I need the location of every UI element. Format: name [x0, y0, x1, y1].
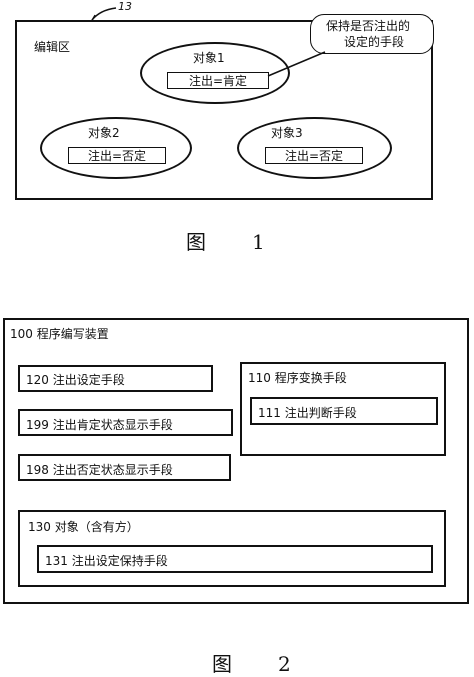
- callout-line-2: 设定的手段: [344, 35, 405, 49]
- block-111: [250, 397, 438, 425]
- figure-2-caption: 图 2: [212, 652, 293, 676]
- ref-number-13: 13: [118, 0, 132, 13]
- object-2-title: 对象2: [88, 126, 120, 140]
- block-130-label: 130 对象（含有方）: [28, 520, 139, 534]
- object-1-title: 对象1: [193, 51, 225, 65]
- object-3-title: 对象3: [271, 126, 303, 140]
- block-199: [18, 409, 233, 436]
- callout-line-1: 保持是否注出的: [326, 19, 411, 33]
- figure-1-caption: 图 1: [186, 230, 267, 254]
- object-1-status: 注出=肯定: [167, 72, 269, 89]
- block-120-label: 120 注出设定手段: [26, 373, 125, 387]
- callout-bubble: [310, 14, 434, 54]
- block-120: [18, 365, 213, 392]
- block-199-label: 199 注出肯定状态显示手段: [26, 418, 173, 432]
- block-198: [18, 454, 231, 481]
- block-111-label: 111 注出判断手段: [258, 406, 357, 420]
- object-3-status: 注出=否定: [265, 147, 363, 164]
- ref-13-leader: [91, 7, 117, 21]
- block-131-label: 131 注出设定保持手段: [45, 554, 168, 568]
- object-2-status: 注出=否定: [68, 147, 166, 164]
- block-198-label: 198 注出否定状态显示手段: [26, 463, 173, 477]
- block-110-label: 110 程序变换手段: [248, 371, 347, 385]
- ref-13-tick: [91, 14, 96, 21]
- block-131: [37, 545, 433, 573]
- callout-pointer: [267, 51, 326, 77]
- edit-area-label: 编辑区: [34, 40, 71, 54]
- outer-label: 100 程序编写装置: [10, 327, 109, 341]
